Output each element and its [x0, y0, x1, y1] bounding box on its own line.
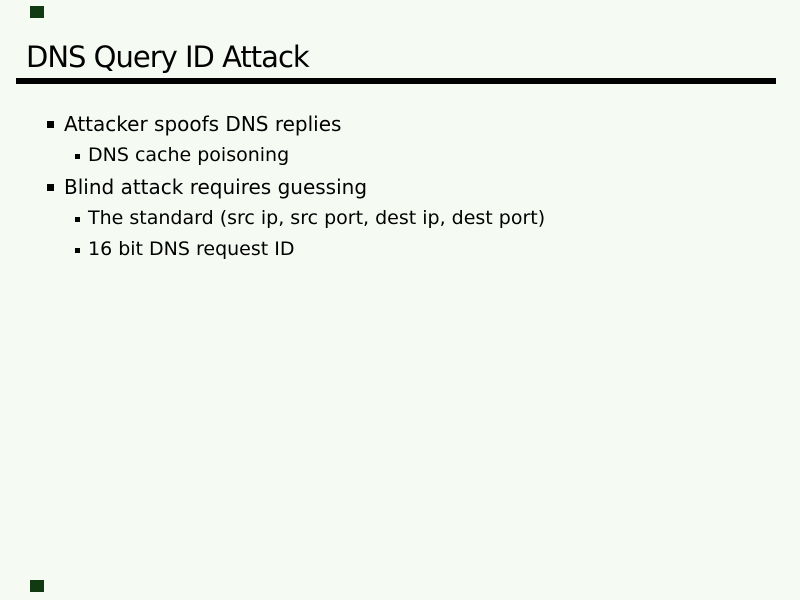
square-bullet-icon	[47, 121, 54, 128]
bullet-subitem: DNS cache poisoning	[0, 144, 800, 176]
bullet-text: Attacker spoofs DNS replies	[64, 112, 342, 136]
bullet-subitem: The standard (src ip, src port, dest ip,…	[0, 207, 800, 239]
bullet-text: The standard (src ip, src port, dest ip,…	[88, 206, 546, 229]
bullet-item: Blind attack requires guessing	[0, 175, 800, 207]
square-bullet-icon	[47, 184, 54, 191]
bullet-text: Blind attack requires guessing	[64, 175, 368, 199]
bullet-subitem: 16 bit DNS request ID	[0, 238, 800, 270]
square-bullet-icon	[75, 216, 80, 222]
bullet-list: Attacker spoofs DNS replies DNS cache po…	[0, 112, 800, 270]
square-bullet-icon	[75, 248, 80, 253]
square-bullet-icon	[75, 153, 80, 159]
title-underline	[16, 78, 776, 84]
corner-marker-top-left-icon	[30, 6, 44, 18]
bullet-item: Attacker spoofs DNS replies	[0, 112, 800, 144]
bullet-text: DNS cache poisoning	[88, 143, 290, 166]
slide-title: DNS Query ID Attack	[26, 40, 310, 74]
corner-marker-bottom-left-icon	[30, 580, 44, 592]
bullet-text: 16 bit DNS request ID	[88, 238, 295, 260]
